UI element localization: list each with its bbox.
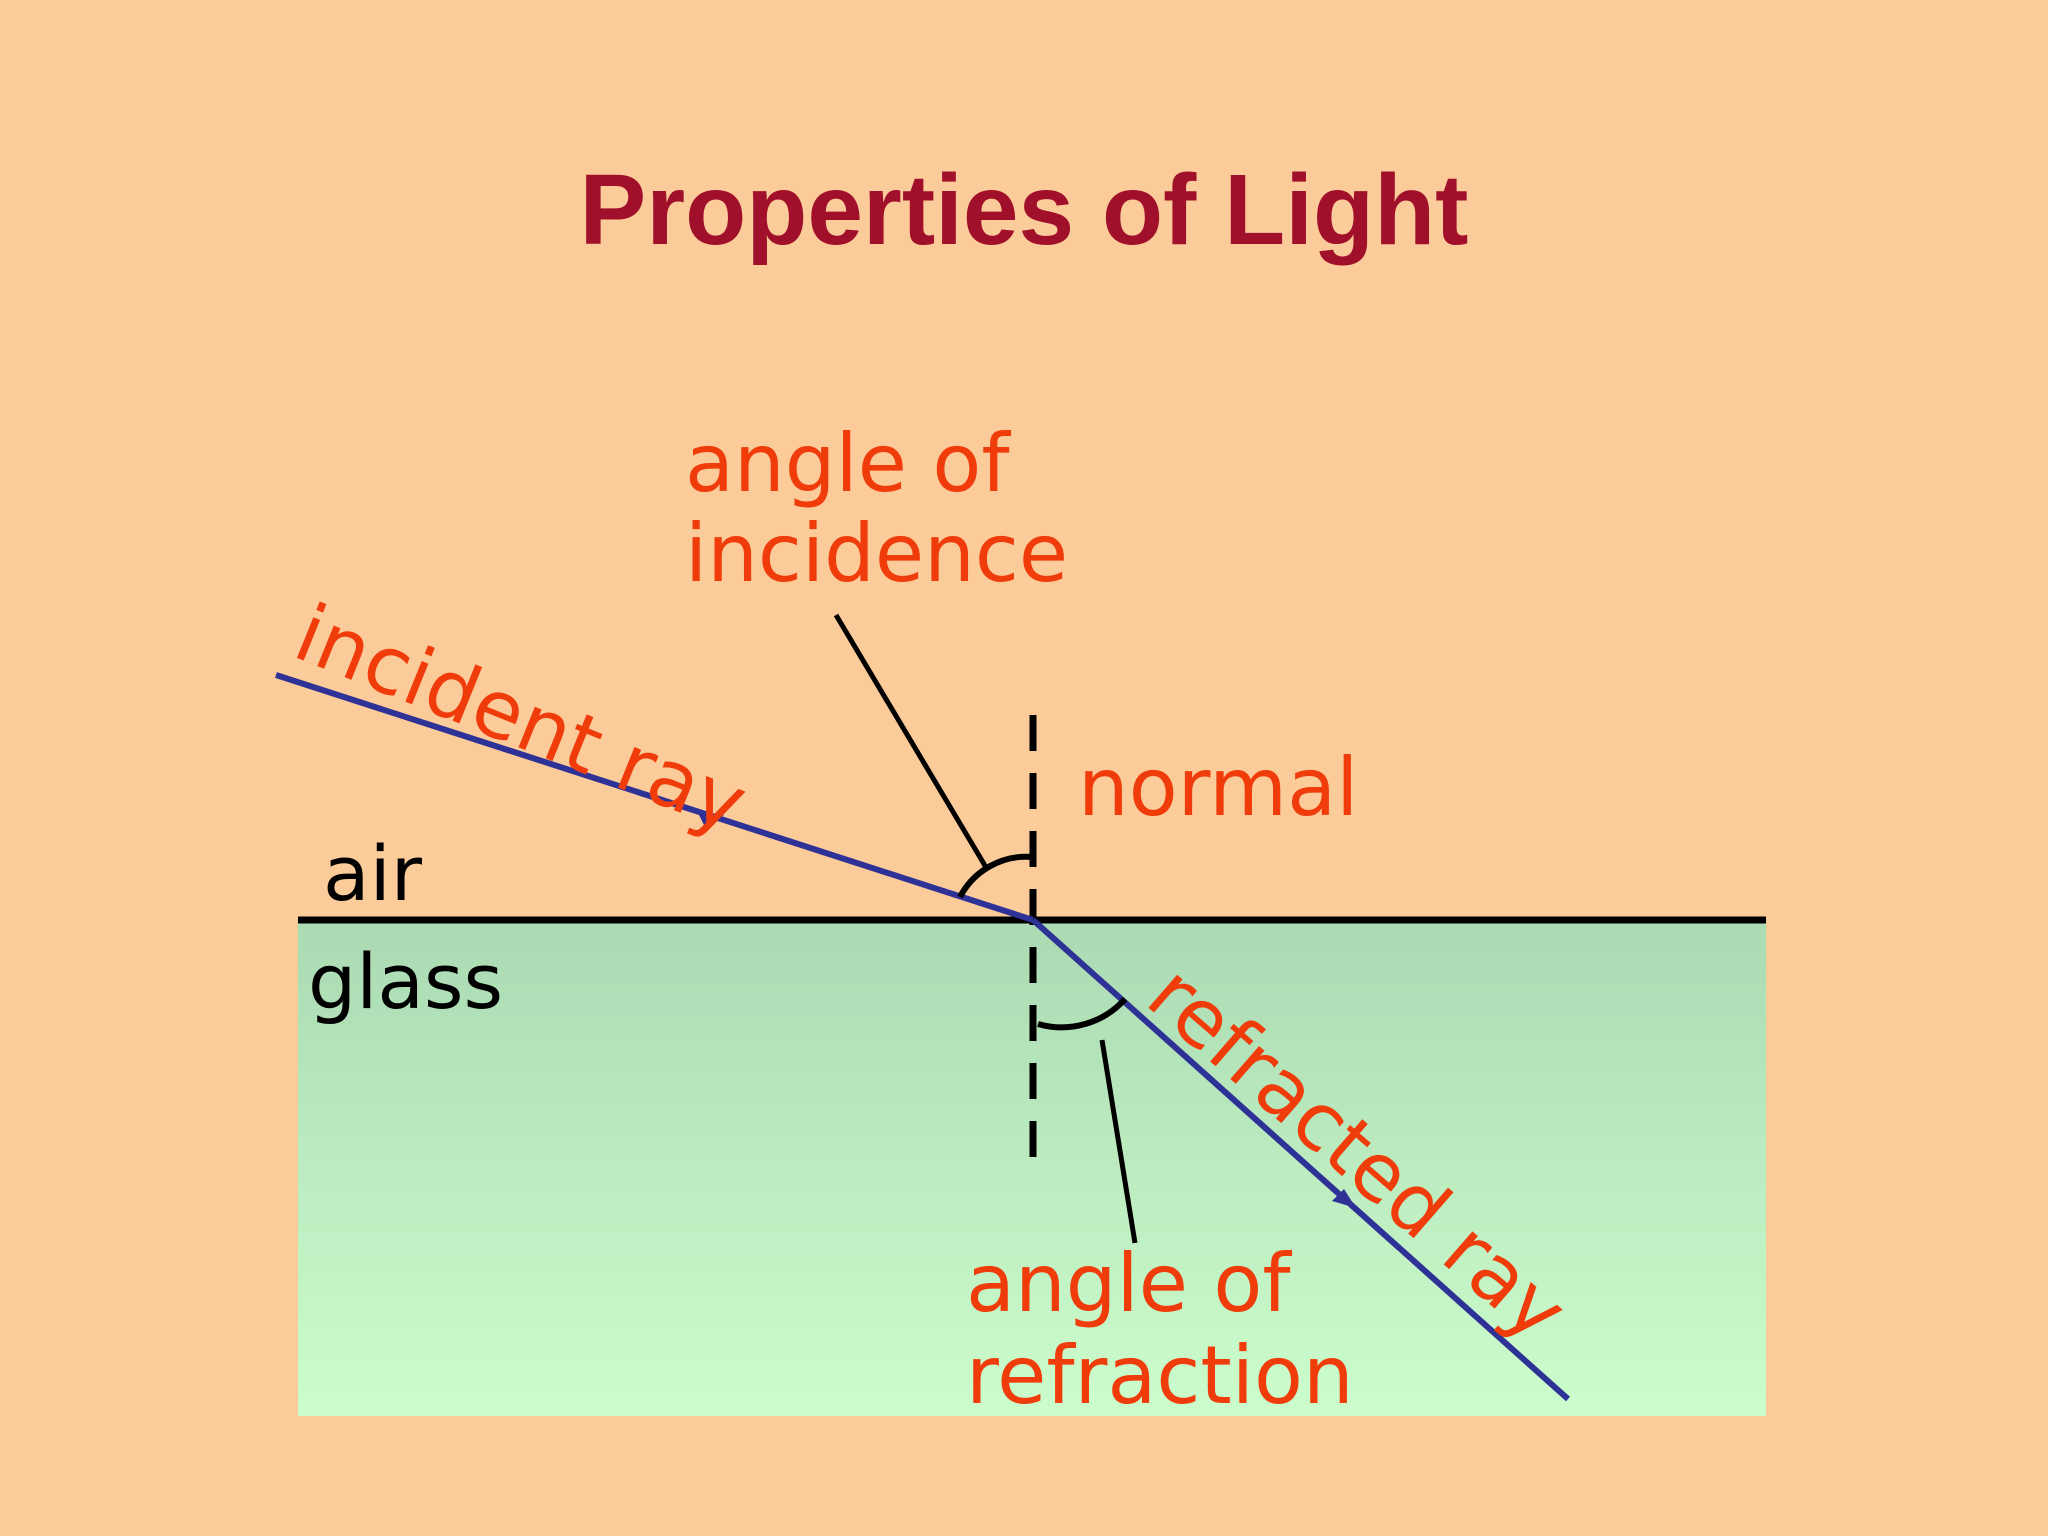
- angle-of-refraction-label-line1: angle of: [966, 1237, 1292, 1330]
- angle-of-refraction-arc: [1037, 996, 1128, 1031]
- angle-of-incidence-label-line1: angle of: [685, 417, 1011, 510]
- incident-ray-line: [275, 672, 1034, 923]
- medium-air-label: air: [323, 829, 423, 918]
- incident-ray-arrowhead: [697, 811, 724, 827]
- angle-of-refraction-label-line2: refraction: [966, 1329, 1354, 1422]
- angle-of-incidence-label-line2: incidence: [685, 507, 1068, 600]
- glass-medium: [298, 920, 1766, 1416]
- angle-of-incidence-arc: [957, 853, 1034, 899]
- angle-of-incidence-pointer: [833, 613, 990, 871]
- incident-ray-label: incident ray: [283, 586, 759, 851]
- medium-glass-label: glass: [308, 937, 503, 1026]
- angle-of-refraction-pointer: [1099, 1039, 1138, 1244]
- slide-title: Properties of Light: [579, 154, 1469, 266]
- normal-label: normal: [1078, 741, 1358, 834]
- refracted-ray-arrowhead: [1332, 1189, 1356, 1208]
